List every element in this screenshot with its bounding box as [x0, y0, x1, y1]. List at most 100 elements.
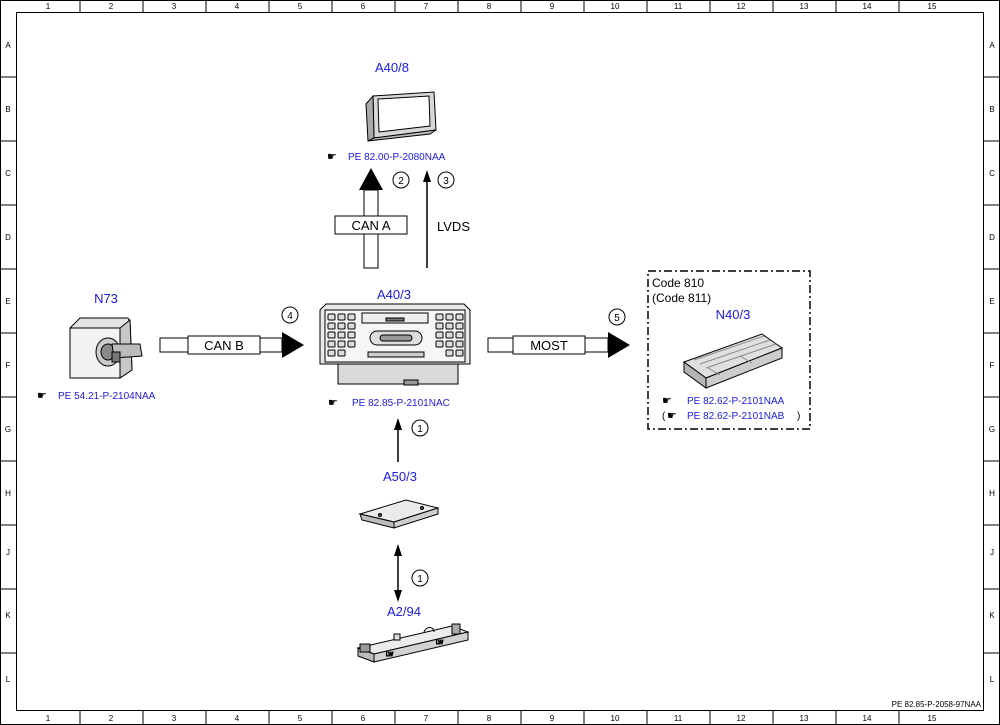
col-label: 2	[109, 714, 114, 723]
row-label: J	[990, 548, 994, 557]
col-label: 13	[800, 714, 809, 723]
can-a-box	[334, 215, 408, 235]
pointing-hand-icon: ☛	[662, 394, 672, 407]
a40-3-ref-text[interactable]: PE 82.85-P-2101NAC	[352, 398, 450, 409]
marker-2	[392, 171, 410, 189]
can-a-label: CAN A	[351, 218, 390, 233]
can-b-label: CAN B	[204, 338, 244, 353]
n40-3-ref2: ( ☛ PE 82.62-P-2101NAB )	[662, 409, 800, 422]
col-label: 10	[611, 714, 620, 723]
marker-1b-label: 1	[417, 574, 423, 585]
col-label: 3	[172, 2, 177, 11]
grid-columns-bottom: 1 2 3 4 5 6 7 8 9 10 11 12 13 14 15	[46, 714, 937, 723]
row-label: G	[5, 425, 11, 434]
n40-3-label: N40/3	[716, 307, 751, 322]
marker-5	[608, 308, 626, 326]
row-label: L	[6, 675, 11, 684]
ref2-open-paren: (	[662, 411, 666, 422]
option-code-box	[647, 270, 811, 430]
marker-4-label: 4	[287, 311, 293, 322]
most-label: MOST	[530, 338, 568, 353]
col-label: 8	[487, 2, 492, 11]
n73-label: N73	[94, 291, 118, 306]
a2-94-label: A2/94	[387, 604, 421, 619]
row-label: L	[990, 675, 995, 684]
antenna-module-icon	[358, 499, 440, 529]
pointing-hand-icon: ☛	[328, 396, 338, 409]
row-label: F	[6, 361, 11, 370]
marker-1a	[411, 419, 429, 437]
col-label: 3	[172, 714, 177, 723]
tuner-module-icon: LW LW	[356, 623, 470, 663]
row-label: D	[5, 233, 11, 242]
grid-columns-top: 1 2 3 4 5 6 7 8 9 10 11 12 13 14 15	[46, 2, 937, 11]
a40-8-ref-text[interactable]: PE 82.00-P-2080NAA	[348, 152, 446, 163]
a40-8-label: A40/8	[375, 60, 409, 75]
a40-3-label: A40/3	[377, 287, 411, 302]
col-label: 8	[487, 714, 492, 723]
code-810-label: Code 810	[652, 276, 704, 290]
row-label: G	[989, 425, 995, 434]
col-label: 14	[863, 2, 872, 11]
col-label: 13	[800, 2, 809, 11]
n73-ref: ☛ PE 54.21-P-2104NAA	[37, 389, 156, 402]
n40-3-ref1-text[interactable]: PE 82.62-P-2101NAA	[687, 396, 785, 407]
row-label: K	[989, 611, 995, 620]
a50-3-a2-94-arrow	[394, 544, 402, 602]
marker-3-label: 3	[443, 176, 449, 187]
col-label: 15	[928, 2, 937, 11]
row-label: A	[989, 41, 995, 50]
col-label: 14	[863, 714, 872, 723]
row-label: C	[989, 169, 995, 178]
n40-3-ref1: ☛ PE 82.62-P-2101NAA	[662, 394, 785, 407]
row-label: H	[989, 489, 995, 498]
display-unit-icon	[365, 91, 437, 142]
a40-8-ref: ☛ PE 82.00-P-2080NAA	[327, 150, 446, 163]
most-box	[512, 335, 586, 355]
ref2-close-paren: )	[797, 411, 800, 422]
head-unit-icon	[319, 303, 471, 386]
row-label: A	[5, 41, 11, 50]
lvds-arrow	[423, 170, 431, 268]
col-label: 6	[361, 714, 366, 723]
marker-4	[281, 306, 299, 324]
row-label: E	[5, 297, 10, 306]
col-label: 7	[424, 714, 429, 723]
row-label: D	[989, 233, 995, 242]
col-label: 4	[235, 2, 240, 11]
col-label: 5	[298, 2, 303, 11]
col-label: 1	[46, 714, 51, 723]
col-label: 9	[550, 714, 555, 723]
col-label: 11	[674, 2, 683, 11]
col-label: 1	[46, 2, 51, 11]
lvds-label: LVDS	[437, 219, 470, 234]
port-marking-icon: LW	[386, 652, 393, 658]
a50-3-label: A50/3	[383, 469, 417, 484]
n73-ref-text[interactable]: PE 54.21-P-2104NAA	[58, 391, 156, 402]
col-label: 2	[109, 2, 114, 11]
col-label: 12	[737, 2, 746, 11]
document-id: PE 82.85-P-2058-97NAA	[892, 700, 982, 709]
ignition-switch-icon	[69, 317, 143, 379]
port-marking-icon: LW	[436, 640, 443, 646]
grid-rows-right: A B C D E F G H J K L	[989, 41, 995, 684]
amplifier-icon	[682, 333, 784, 389]
n40-3-ref2-text[interactable]: PE 82.62-P-2101NAB	[687, 411, 785, 422]
col-label: 6	[361, 2, 366, 11]
row-label: H	[5, 489, 11, 498]
col-label: 15	[928, 714, 937, 723]
col-label: 7	[424, 2, 429, 11]
grid-rows-left: A B C D E F G H J K L	[5, 41, 11, 684]
marker-1b	[411, 569, 429, 587]
col-label: 12	[737, 714, 746, 723]
pointing-hand-icon: ☛	[667, 409, 677, 422]
row-label: J	[6, 548, 10, 557]
col-label: 4	[235, 714, 240, 723]
col-label: 5	[298, 714, 303, 723]
row-label: F	[990, 361, 995, 370]
can-b-box	[187, 335, 261, 355]
row-label: B	[989, 105, 994, 114]
